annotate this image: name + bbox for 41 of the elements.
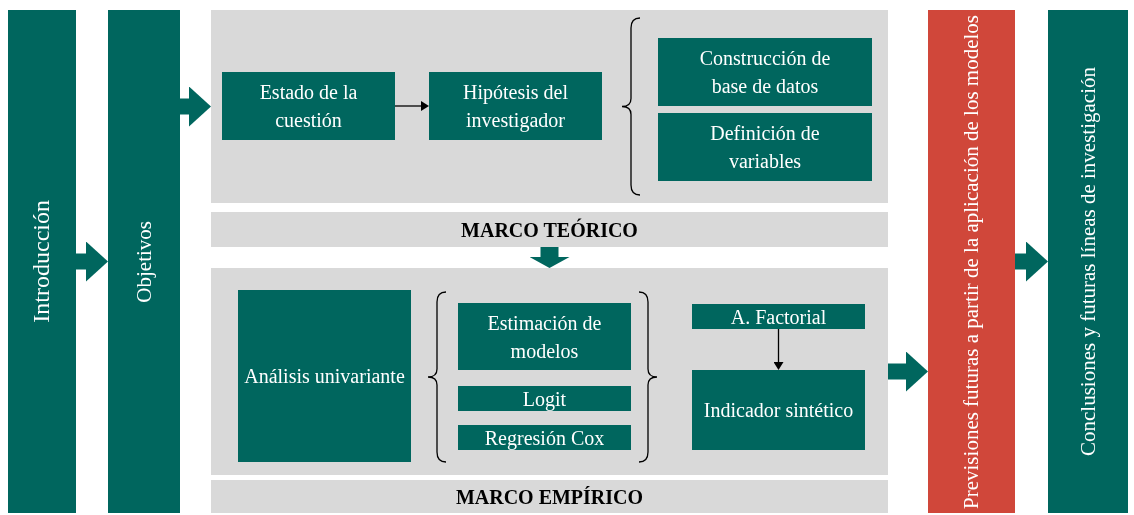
section-title: MARCO EMPÍRICO [455, 485, 644, 508]
process-box [692, 304, 865, 329]
arrow [773, 328, 784, 370]
process-box [429, 72, 602, 140]
section-panel [211, 268, 888, 475]
box-label: Hipótesis del investigador [462, 80, 569, 134]
arrow [529, 247, 570, 268]
box-label: Logit [521, 386, 568, 413]
vertical-box [928, 10, 1015, 513]
arrow [180, 86, 211, 127]
process-box [458, 303, 631, 370]
section-band [211, 212, 888, 247]
arrow [888, 351, 928, 392]
section-title: MARCO TEÓRICO [461, 218, 638, 241]
vertical-label: Introducción [28, 200, 56, 323]
process-box [238, 290, 411, 462]
vertical-box [108, 10, 180, 513]
box-label: Estado de la cuestión [258, 80, 359, 133]
vertical-label: Objetivos [131, 220, 157, 303]
box-label: Análisis univariante [243, 364, 406, 389]
process-box [658, 38, 872, 106]
process-box [458, 425, 631, 450]
vertical-label: Previsiones futuras a partir de la aplicación de los modelos [959, 14, 984, 509]
section-panel [211, 10, 888, 203]
vertical-label: Conclusiones y futuras líneas de investigación [1075, 67, 1101, 456]
process-box [692, 370, 865, 450]
box-label: Indicador sintético [702, 398, 855, 423]
arrow [1015, 241, 1048, 282]
vertical-box [8, 10, 76, 513]
box-label: Construcción de base de datos [698, 46, 832, 99]
box-label: Estimación de modelos [486, 310, 603, 364]
process-box [658, 113, 872, 181]
arrow [76, 241, 108, 282]
arrow [394, 101, 429, 111]
vertical-box [1048, 10, 1128, 513]
section-band [211, 480, 888, 513]
box-label: Regresión Cox [483, 425, 606, 452]
process-box [458, 386, 631, 411]
box-label: Definición de variables [709, 121, 821, 174]
box-label: A. Factorial [729, 304, 828, 330]
process-box [222, 72, 395, 140]
